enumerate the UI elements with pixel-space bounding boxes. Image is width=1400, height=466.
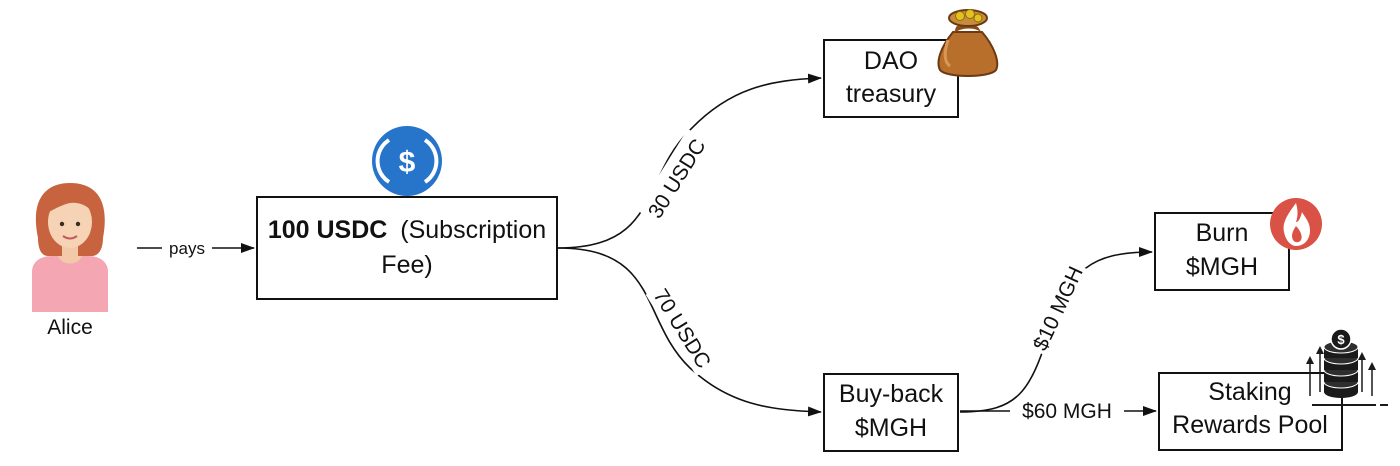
dao-box-line2: treasury bbox=[846, 80, 937, 108]
staking-box-line1: Staking bbox=[1208, 378, 1291, 406]
fee-desc: (Subscription bbox=[400, 216, 546, 244]
edge-to-buyback bbox=[557, 247, 822, 417]
svg-text:$: $ bbox=[399, 146, 416, 179]
pays-label: pays bbox=[169, 239, 205, 258]
dao-box-line1: DAO bbox=[864, 47, 918, 75]
staking-box bbox=[1158, 372, 1343, 451]
subscription-fee-box bbox=[256, 196, 558, 300]
svg-text:$: $ bbox=[1337, 332, 1345, 347]
fee-box-line2: Fee) bbox=[381, 251, 432, 279]
woman-avatar-icon bbox=[32, 183, 108, 312]
money-bag-icon bbox=[937, 9, 999, 77]
fee-box-line1: 100 USDC (Subscription bbox=[268, 216, 546, 244]
coin-stack-icon: $ bbox=[1306, 328, 1388, 406]
usdc-coin-icon: $ bbox=[372, 126, 442, 196]
fee-amount: 100 USDC bbox=[268, 216, 388, 244]
buyback-box-line2: $MGH bbox=[855, 414, 927, 442]
burn-box bbox=[1154, 212, 1290, 291]
actor-name: Alice bbox=[47, 316, 93, 339]
dao-treasury-box bbox=[823, 39, 959, 118]
buyback-box bbox=[823, 373, 959, 452]
staking-box-line2: Rewards Pool bbox=[1172, 411, 1328, 439]
burn-box-line2: $MGH bbox=[1186, 253, 1258, 281]
buyback-box-line1: Buy-back bbox=[839, 380, 944, 408]
fire-icon bbox=[1270, 198, 1322, 250]
burn-box-line1: Burn bbox=[1196, 219, 1249, 247]
edge-label-to-staking: $60 MGH bbox=[1022, 400, 1112, 423]
